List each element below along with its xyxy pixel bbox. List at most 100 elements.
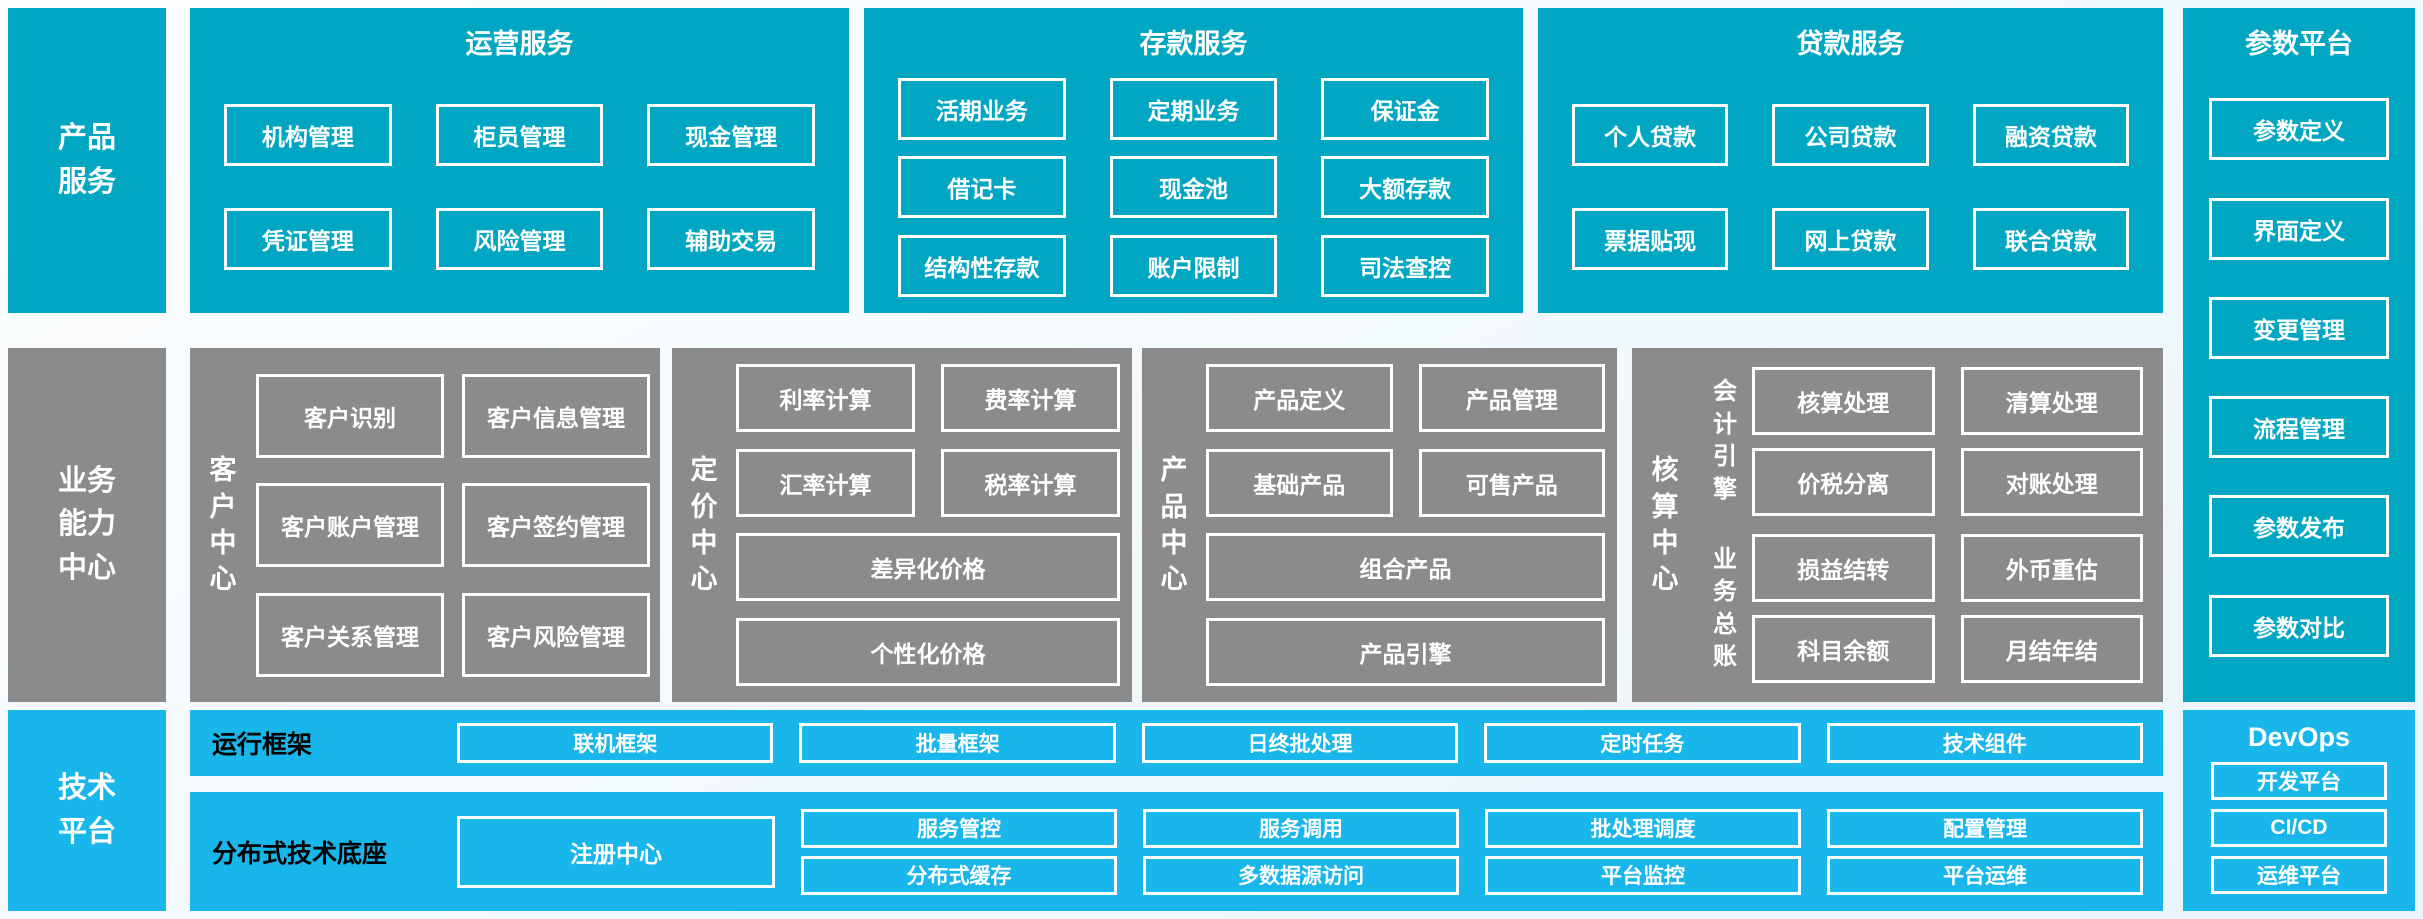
section-accounting-center: 核算中心 会计引擎 核算处理 清算处理 价税分离 对账处理 业务 xyxy=(1632,348,2163,702)
technology-platform-band: 运行框架 联机框架 批量框架 日终批处理 定时任务 技术组件 分布式技术底座 注… xyxy=(190,710,2163,911)
arch-box: 月结年结 xyxy=(1960,615,2143,684)
arch-box: 个人贷款 xyxy=(1572,103,1729,166)
arch-box: 清算处理 xyxy=(1960,366,2143,435)
arch-box: 差异化价格 xyxy=(736,533,1120,602)
section-deposit-services: 存款服务 活期业务 定期业务 保证金 借记卡 现金池 大额存款 结构性存款 账户… xyxy=(864,8,1523,313)
arch-box: 汇率计算 xyxy=(736,448,915,517)
arch-box: 变更管理 xyxy=(2209,296,2389,359)
arch-box: 票据贴现 xyxy=(1572,208,1729,271)
arch-box: 参数对比 xyxy=(2209,594,2389,657)
arch-box: 平台运维 xyxy=(1827,855,2143,895)
arch-box: 融资贷款 xyxy=(1972,103,2129,166)
arch-box: 价税分离 xyxy=(1752,447,1935,516)
strip-label: 分布式技术底座 xyxy=(212,839,388,868)
arch-box: 界面定义 xyxy=(2209,197,2389,260)
section-customer-center: 客户中心 客户识别 客户信息管理 客户账户管理 客户签约管理 客户关系管理 客户… xyxy=(190,348,660,702)
band-label-line: 平台 xyxy=(57,815,116,848)
arch-box: 大额存款 xyxy=(1321,156,1490,218)
arch-box: 基础产品 xyxy=(1206,448,1393,517)
arch-box: 参数发布 xyxy=(2209,495,2389,558)
strip-label: 运行框架 xyxy=(212,731,313,759)
arch-box: 服务管控 xyxy=(801,808,1117,848)
arch-box: 开发平台 xyxy=(2211,762,2387,800)
arch-box: 联机框架 xyxy=(457,723,774,763)
arch-box: 个性化价格 xyxy=(736,617,1120,686)
section-title: 参数平台 xyxy=(2245,29,2353,59)
band-label-line: 业务 xyxy=(57,464,116,497)
arch-box: 联合贷款 xyxy=(1972,208,2129,271)
section-parameter-platform: 参数平台 参数定义 界面定义 变更管理 流程管理 参数发布 参数对比 xyxy=(2183,8,2415,702)
arch-box: 税率计算 xyxy=(941,448,1120,517)
arch-box: 参数定义 xyxy=(2209,98,2389,161)
arch-box: 外币重估 xyxy=(1960,534,2143,603)
section-operation-services: 运营服务 机构管理 柜员管理 现金管理 凭证管理 风险管理 辅助交易 xyxy=(190,8,849,313)
arch-box: 核算处理 xyxy=(1752,366,1935,435)
section-title: 贷款服务 xyxy=(1796,29,1905,59)
arch-box: 活期业务 xyxy=(898,77,1066,140)
subgroup-vertical-label: 会计引擎 xyxy=(1713,378,1737,503)
arch-box: 客户账户管理 xyxy=(256,483,444,567)
band-label-line: 中心 xyxy=(57,551,116,584)
arch-box: 产品定义 xyxy=(1206,364,1393,433)
arch-box: 保证金 xyxy=(1321,77,1490,140)
arch-box: 凭证管理 xyxy=(224,208,392,271)
arch-box: 配置管理 xyxy=(1827,808,2143,848)
arch-box: 批量框架 xyxy=(799,723,1116,763)
arch-box: 技术组件 xyxy=(1826,723,2144,763)
arch-box: 现金管理 xyxy=(647,103,816,166)
arch-box: 现金池 xyxy=(1109,156,1278,218)
section-devops: DevOps 开发平台 CI/CD 运维平台 xyxy=(2183,710,2415,911)
arch-box: CI/CD xyxy=(2211,809,2387,847)
band-label-line: 产品 xyxy=(57,122,116,154)
arch-box: 结构性存款 xyxy=(898,234,1066,297)
band-label-business-capability: 业务 能力 中心 xyxy=(8,348,166,702)
arch-box: 产品引擎 xyxy=(1206,617,1605,686)
arch-box: 注册中心 xyxy=(457,815,775,888)
arch-box: 流程管理 xyxy=(2209,396,2389,459)
section-distributed-base: 分布式技术底座 注册中心 服务管控 分布式缓存 服务调用 多数据源访问 批处理调… xyxy=(190,792,2163,911)
section-title: 存款服务 xyxy=(1139,29,1248,59)
arch-box: 机构管理 xyxy=(224,103,392,166)
arch-box: 利率计算 xyxy=(736,364,915,433)
arch-box: 风险管理 xyxy=(435,208,604,271)
arch-box: 分布式缓存 xyxy=(801,855,1117,895)
arch-box: 客户关系管理 xyxy=(256,592,444,677)
arch-box: 客户信息管理 xyxy=(462,373,650,458)
arch-box: 平台监控 xyxy=(1485,855,1801,895)
arch-box: 柜员管理 xyxy=(435,103,604,166)
arch-box: 对账处理 xyxy=(1960,447,2143,516)
arch-box: 多数据源访问 xyxy=(1143,855,1459,895)
business-capability-band: 客户中心 客户识别 客户信息管理 客户账户管理 客户签约管理 客户关系管理 客户… xyxy=(190,348,2163,702)
arch-box: 客户识别 xyxy=(256,373,444,458)
section-title: DevOps xyxy=(2247,722,2351,752)
arch-box: 辅助交易 xyxy=(647,208,816,271)
section-vertical-label: 客户中心 xyxy=(209,455,237,595)
arch-box: 日终批处理 xyxy=(1141,723,1459,763)
band-label-line: 服务 xyxy=(57,165,116,198)
arch-box: 费率计算 xyxy=(941,364,1120,433)
section-vertical-label: 定价中心 xyxy=(690,455,718,595)
arch-box: 客户签约管理 xyxy=(462,483,650,567)
arch-box: 司法查控 xyxy=(1321,234,1490,297)
section-vertical-label: 核算中心 xyxy=(1651,455,1679,595)
band-label-product-services: 产品 服务 xyxy=(8,8,166,313)
arch-box: 定时任务 xyxy=(1484,723,1801,763)
arch-box: 定期业务 xyxy=(1109,77,1278,140)
arch-box: 网上贷款 xyxy=(1772,208,1929,271)
arch-box: 借记卡 xyxy=(898,156,1066,218)
arch-box: 产品管理 xyxy=(1418,364,1605,433)
band-label-technology-platform: 技术 平台 xyxy=(8,710,166,911)
arch-box: 可售产品 xyxy=(1418,448,1605,517)
section-vertical-label: 产品中心 xyxy=(1160,455,1188,595)
section-loan-services: 贷款服务 个人贷款 公司贷款 融资贷款 票据贴现 网上贷款 联合贷款 xyxy=(1538,8,2163,313)
product-services-band: 运营服务 机构管理 柜员管理 现金管理 凭证管理 风险管理 辅助交易 存款服务 … xyxy=(190,8,2163,313)
arch-box: 运维平台 xyxy=(2211,856,2387,894)
section-runtime-framework: 运行框架 联机框架 批量框架 日终批处理 定时任务 技术组件 xyxy=(190,710,2163,776)
arch-box: 损益结转 xyxy=(1752,534,1935,603)
band-label-line: 能力 xyxy=(57,508,116,541)
arch-box: 组合产品 xyxy=(1206,533,1605,602)
arch-box: 科目余额 xyxy=(1752,615,1935,684)
section-title: 运营服务 xyxy=(465,29,574,59)
band-label-line: 技术 xyxy=(57,772,116,804)
